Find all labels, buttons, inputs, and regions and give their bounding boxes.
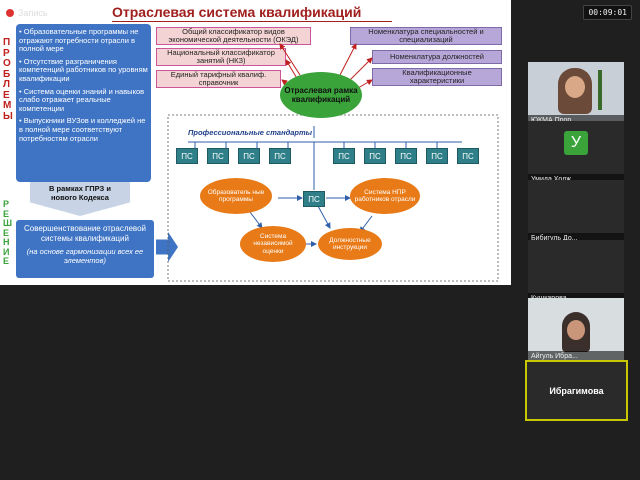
participant-name: Умида Ходж... xyxy=(528,174,624,185)
etks-box: Единый тарифный квалиф. справочник xyxy=(156,70,281,88)
edu-programs-node: Образователь ные программы xyxy=(200,178,272,214)
participant-name: Бибигуль До... xyxy=(528,233,624,244)
solution-sub: (на основе гармонизации всех ее элементо… xyxy=(26,247,144,265)
problem-item: • Образовательные программы не отражают … xyxy=(19,27,139,54)
gprz-label: В рамках ГПРЗ и нового Кодекса xyxy=(49,184,111,202)
avatar: У xyxy=(564,131,588,155)
ps-box: ПС xyxy=(426,148,448,164)
job-instructions-node: Должностные инструкции xyxy=(318,228,382,260)
title-underline xyxy=(112,21,392,22)
participant-tile[interactable]: Кушкарова ... xyxy=(528,240,624,304)
ps-box: ПС xyxy=(176,148,198,164)
participant-tile[interactable]: Бибигуль До... xyxy=(528,180,624,244)
nkz-box: Национальный классификатор занятий (НКЗ) xyxy=(156,48,286,66)
solution-main: Совершенствование отраслевой системы ква… xyxy=(23,224,147,243)
avatar-face xyxy=(565,76,585,98)
participant-tile[interactable]: ЮКМА Прор... xyxy=(528,62,624,126)
independent-assessment-node: Система независимой оценки xyxy=(240,226,306,262)
participant-tile[interactable]: Айгуль Ибра... xyxy=(528,298,624,362)
qual-char-box: Квалификационные характеристики xyxy=(372,68,502,86)
active-speaker-tile[interactable]: Ибрагимова xyxy=(525,360,628,421)
recording-label: Запись xyxy=(18,8,48,18)
ps-box: ПС xyxy=(395,148,417,164)
ps-box: ПС xyxy=(269,148,291,164)
ps-center-box: ПС xyxy=(303,191,325,207)
participant-name: ЮКМА Прор... xyxy=(528,115,624,126)
avatar-face xyxy=(567,320,585,340)
ps-box: ПС xyxy=(364,148,386,164)
ps-box: ПС xyxy=(457,148,479,164)
meeting-timer: 00:09:01 xyxy=(583,5,632,20)
problem-item: • Отсутствие разграничения компетенций р… xyxy=(19,56,148,83)
problems-side-label: ПРОБЛЕМЫ xyxy=(3,37,13,122)
ps-box: ПС xyxy=(333,148,355,164)
participant-tile[interactable]: У Умида Ходж... xyxy=(528,121,624,185)
plant-decoration xyxy=(598,70,602,110)
participant-name: Айгуль Ибра... xyxy=(528,351,624,362)
record-dot-icon xyxy=(6,9,14,17)
problem-item: • Система оценки знаний и навыков слабо … xyxy=(19,86,145,113)
solution-side-label: РЕШЕНИЕ xyxy=(3,199,13,266)
okved-box: Общий классификатор видов экономической … xyxy=(156,27,311,45)
slide-title: Отраслевая система квалификаций xyxy=(112,4,362,20)
ps-box: ПС xyxy=(207,148,229,164)
solution-arrow xyxy=(156,232,178,262)
npr-system-node: Система НПР работников отрасли xyxy=(350,178,420,214)
specialties-box: Номенклатура специальностей и специализа… xyxy=(350,27,502,45)
recording-indicator: Запись xyxy=(6,6,48,20)
solution-box: Совершенствование отраслевой системы ква… xyxy=(16,220,154,278)
problems-panel: • Образовательные программы не отражают … xyxy=(16,24,151,182)
ps-box: ПС xyxy=(238,148,260,164)
industry-framework-node: Отраслевая рамка квалификаций xyxy=(280,72,362,118)
positions-box: Номенклатура должностей xyxy=(372,50,502,64)
problem-item: • Выпускники ВУЗов и колледжей не в полн… xyxy=(19,116,146,143)
shared-slide: Отраслевая система квалификаций ПРОБЛЕМЫ… xyxy=(0,0,511,285)
speaker-name: Ибрагимова xyxy=(549,385,604,396)
prof-standards-label: Профессиональные стандарты xyxy=(188,128,313,137)
